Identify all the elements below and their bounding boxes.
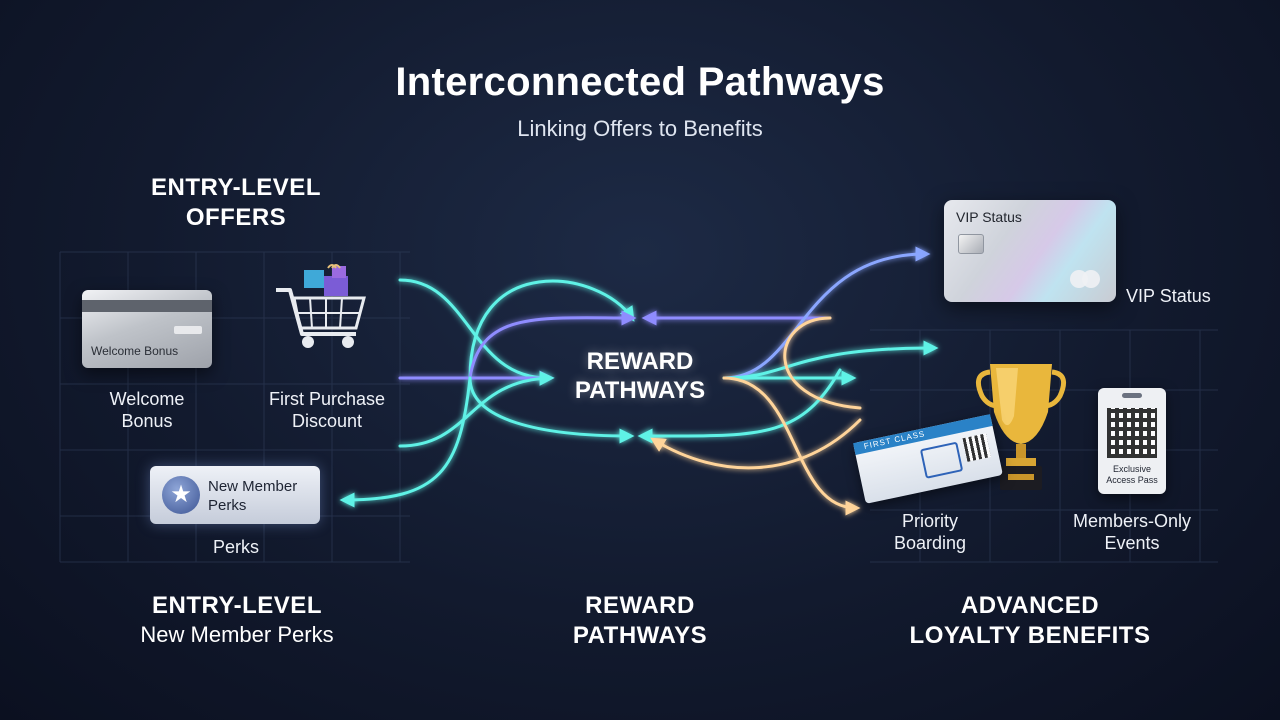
pass-text: Exclusive Access Pass bbox=[1100, 464, 1164, 486]
trophy-icon bbox=[975, 364, 1067, 490]
card-signature bbox=[174, 326, 202, 334]
footer-col-reward: REWARD PATHWAYS bbox=[540, 591, 740, 651]
purchase-label-line1: First Purchase bbox=[268, 389, 386, 409]
events-label-line1: Members-Only bbox=[1072, 511, 1192, 531]
pass-qr bbox=[1107, 408, 1157, 458]
footer-col2-line1: REWARD bbox=[585, 592, 695, 619]
priority-boarding-label: Priority Boarding bbox=[870, 510, 990, 554]
flow-left-top-cyan bbox=[398, 278, 555, 386]
entry-heading-line2: OFFERS bbox=[185, 204, 287, 231]
footer-col-advanced: ADVANCED LOYALTY BENEFITS bbox=[890, 591, 1170, 651]
hub-line2: PATHWAYS bbox=[574, 377, 706, 404]
flow-loop-bottom-cyan bbox=[468, 376, 635, 444]
flow-to-trophy bbox=[722, 340, 939, 380]
boarding-label-line1: Priority bbox=[901, 511, 958, 531]
new-member-perks-card: ★ New Member Perks bbox=[150, 466, 320, 524]
flow-loop-top-cyan bbox=[468, 279, 635, 380]
reward-pathways-hub: REWARD PATHWAYS bbox=[540, 347, 740, 405]
footer-col3-line1: ADVANCED bbox=[960, 592, 1100, 619]
flow-lines bbox=[339, 246, 939, 516]
boarding-label-line2: Boarding bbox=[893, 533, 967, 553]
vip-card-text: VIP Status bbox=[956, 209, 1022, 225]
flow-to-vip bbox=[722, 246, 931, 380]
vip-status-label: VIP Status bbox=[1126, 286, 1211, 306]
page-subtitle: Linking Offers to Benefits bbox=[517, 116, 763, 141]
members-only-events-label: Members-Only Events bbox=[1062, 510, 1202, 554]
footer-col2-line2: PATHWAYS bbox=[572, 622, 708, 649]
footer-col1-line1: ENTRY-LEVEL bbox=[152, 592, 322, 619]
flow-arc-peach bbox=[783, 316, 862, 410]
chip-icon bbox=[958, 234, 984, 254]
first-purchase-label: First Purchase Discount bbox=[252, 388, 402, 432]
shopping-cart-icon bbox=[276, 264, 366, 348]
hub-line1: REWARD bbox=[586, 348, 694, 375]
pass-slot bbox=[1122, 393, 1142, 398]
flow-left-bottom-cyan bbox=[398, 370, 555, 448]
flow-right-peach-back bbox=[650, 418, 862, 470]
card-stripe bbox=[82, 300, 212, 312]
page-title: Interconnected Pathways bbox=[395, 60, 885, 104]
ticket-stamp bbox=[919, 441, 964, 479]
events-label-line2: Events bbox=[1104, 533, 1160, 553]
perks-card-line2: Perks bbox=[208, 497, 247, 514]
perks-label: Perks bbox=[212, 537, 259, 557]
flow-loop-top-violet bbox=[468, 310, 637, 380]
flow-back-perks bbox=[339, 376, 472, 508]
star-icon: ★ bbox=[162, 476, 200, 514]
entry-heading: ENTRY-LEVEL OFFERS bbox=[116, 173, 356, 233]
pass-line1: Exclusive bbox=[1112, 464, 1151, 474]
footer-col1-line2: New Member Perks bbox=[140, 622, 334, 647]
welcome-card-text: Welcome Bonus bbox=[91, 344, 179, 358]
qr-pass-icon: Exclusive Access Pass bbox=[1098, 388, 1166, 494]
footer-col3-line2: LOYALTY BENEFITS bbox=[909, 622, 1151, 649]
entry-heading-line1: ENTRY-LEVEL bbox=[151, 174, 321, 201]
flow-right-bottom-cyan bbox=[637, 368, 842, 444]
footer-col-entry: ENTRY-LEVEL New Member Perks bbox=[96, 591, 378, 649]
flow-to-boarding bbox=[722, 376, 861, 516]
vip-card-icon: VIP Status bbox=[944, 200, 1116, 302]
welcome-label-line2: Bonus bbox=[121, 411, 173, 431]
credit-card-icon: Welcome Bonus bbox=[82, 290, 212, 368]
card-logo-right bbox=[1082, 270, 1100, 288]
welcome-bonus-label: Welcome Bonus bbox=[82, 388, 212, 432]
ticket-qr-icon bbox=[962, 433, 991, 462]
welcome-label-line1: Welcome bbox=[109, 389, 185, 409]
pass-line2: Access Pass bbox=[1106, 475, 1158, 485]
perks-card-line1: New Member bbox=[208, 478, 298, 495]
perks-card-text: New Member Perks bbox=[208, 477, 297, 515]
purchase-label-line2: Discount bbox=[291, 411, 363, 431]
